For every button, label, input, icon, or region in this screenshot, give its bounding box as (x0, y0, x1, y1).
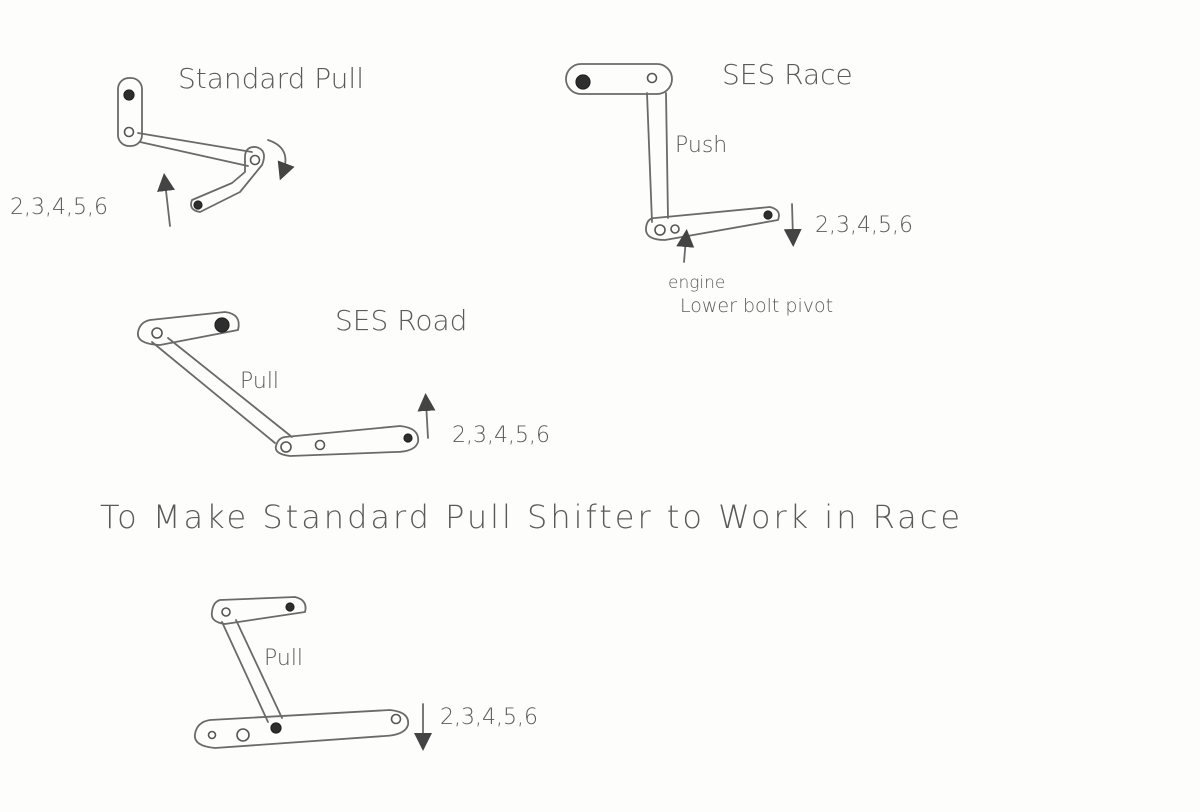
push-rod (646, 92, 669, 223)
bellcrank (190, 146, 265, 213)
pivot-pin (285, 602, 295, 612)
gear-link (193, 709, 410, 749)
ses-road-diagram: SES Road Pull 2,3,4,5,6 (137, 304, 550, 457)
gear-label: 2,3,4,5,6 (440, 705, 538, 730)
lever-arm (137, 311, 240, 346)
up-arrow-icon (157, 173, 175, 227)
rod-pin (270, 722, 282, 734)
lever-arm (565, 63, 673, 95)
linkage-hole (646, 72, 658, 84)
gear-pin (193, 200, 203, 210)
conversion-heading: To Make Standard Pull Shifter to Work in… (100, 498, 963, 536)
standard-pull-diagram: Standard Pull 2,3,4,5,6 (10, 62, 364, 227)
linkage-hole (249, 154, 261, 166)
pivot-pin (214, 317, 230, 333)
linkage-hole (280, 441, 292, 453)
rod-label: Push (675, 133, 727, 158)
linkage-hole (207, 730, 217, 740)
linkage-hole (654, 224, 666, 236)
diagram-title: SES Race (722, 58, 853, 91)
gear-label: 2,3,4,5,6 (10, 195, 108, 220)
pull-rod (221, 619, 283, 723)
linkage-hole (236, 728, 250, 742)
linkage-hole (221, 607, 231, 617)
rod-label: Pull (240, 369, 279, 394)
linkage-hole (670, 224, 680, 234)
gear-label: 2,3,4,5,6 (452, 423, 550, 448)
pivot-pin (575, 74, 591, 90)
linkage-hole (314, 439, 326, 451)
pivot-pin (123, 89, 135, 101)
gear-pin (763, 210, 773, 220)
rod-label: Pull (264, 646, 303, 671)
gear-label: 2,3,4,5,6 (815, 213, 913, 238)
pull-rod (151, 337, 293, 444)
diagram-title: SES Road (335, 304, 467, 337)
pointer-arrow-icon (676, 229, 695, 263)
gear-link (645, 206, 780, 241)
gear-pin (403, 433, 413, 443)
down-arrow-icon (783, 203, 802, 247)
note-line-1: engine (668, 273, 725, 293)
linkage-hole (123, 126, 135, 138)
rotation-arrow-icon (267, 139, 295, 181)
linkage-hole (390, 713, 402, 725)
note-line-2: Lower bolt pivot (680, 295, 833, 317)
lever-arm (210, 596, 307, 625)
up-arrow-icon (417, 393, 436, 439)
lever-arm (117, 77, 143, 147)
diagram-title: Standard Pull (178, 62, 364, 95)
linkage-hole (151, 327, 163, 339)
gear-link (274, 425, 420, 457)
ses-race-diagram: SES Race Push 2,3,4,5,6 engine Lower bol… (565, 58, 913, 317)
conversion-diagram: Pull 2,3,4,5,6 (193, 596, 538, 751)
pull-rod (137, 132, 253, 167)
